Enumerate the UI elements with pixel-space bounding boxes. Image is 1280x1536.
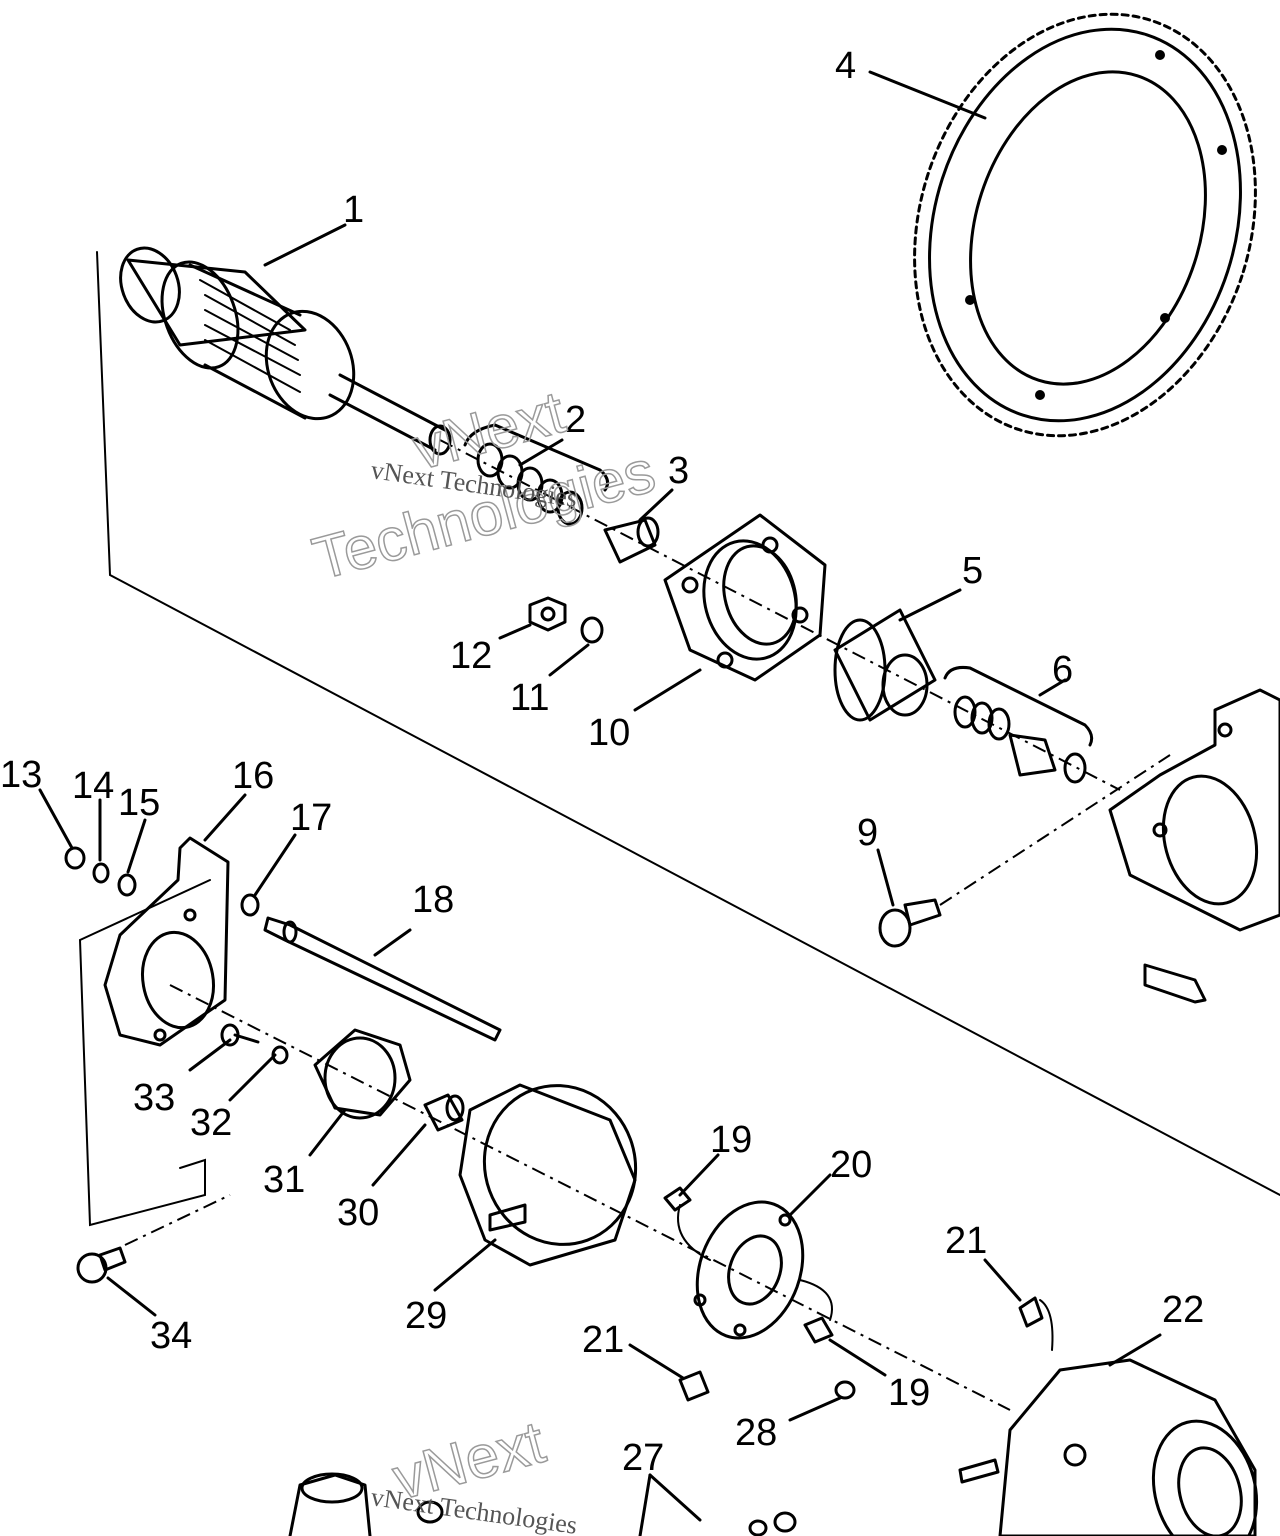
through-bolt-part [263, 916, 502, 1042]
callout-20: 20 [830, 1144, 872, 1186]
brush-spring-part-right [1018, 1296, 1054, 1351]
end-cap-part [313, 1028, 412, 1120]
leader-lines [38, 70, 1162, 1536]
callout-32: 32 [190, 1102, 232, 1144]
callout-31: 31 [263, 1159, 305, 1201]
mount-bolt-part [76, 1246, 127, 1284]
callout-16: 16 [232, 755, 274, 797]
solenoid-partial-part [288, 1472, 444, 1536]
callout-18: 18 [412, 879, 454, 921]
brush-part [663, 1186, 711, 1261]
armature-part [119, 246, 452, 456]
callout-9: 9 [857, 812, 878, 854]
callout-3: 3 [668, 450, 689, 492]
callout-22: 22 [1162, 1289, 1204, 1331]
callout-14: 14 [72, 765, 114, 807]
brush-screw-part [834, 1380, 856, 1400]
small-nut-part [64, 846, 86, 870]
callout-19: 19 [710, 1119, 752, 1161]
callout-13: 13 [0, 754, 42, 796]
callout-19-second: 19 [888, 1372, 930, 1414]
watermark: vNext Technologies vNext Technologies vN… [305, 377, 662, 1536]
callout-27: 27 [622, 1437, 664, 1479]
bushing-part [603, 516, 660, 564]
callout-15: 15 [118, 782, 160, 824]
callout-34: 34 [150, 1315, 192, 1357]
frame-cover-part [458, 1083, 638, 1267]
callout-12: 12 [450, 635, 492, 677]
callout-21: 21 [945, 1220, 987, 1262]
ring-gear-part [913, 12, 1257, 438]
callout-6: 6 [1052, 649, 1073, 691]
terminal-nut-part [748, 1511, 797, 1536]
callout-2: 2 [565, 399, 586, 441]
callout-28: 28 [735, 1412, 777, 1454]
washer-part [580, 616, 604, 644]
assembly-boundary [79, 251, 1280, 1227]
end-housing-part [1108, 688, 1280, 932]
callout-30: 30 [337, 1192, 379, 1234]
collar-spring-part [943, 666, 1094, 784]
callout-10: 10 [588, 712, 630, 754]
callout-4: 4 [835, 45, 856, 87]
end-bushing-part [423, 1093, 465, 1132]
callout-29: 29 [405, 1295, 447, 1337]
callout-1: 1 [343, 189, 364, 231]
bolt-part [878, 898, 942, 948]
brush-holder-part [693, 1200, 805, 1340]
callout-17: 17 [290, 797, 332, 839]
lock-washer-part [92, 862, 110, 884]
callout-11: 11 [510, 677, 549, 719]
bolt-washer-part [240, 893, 260, 917]
callout-33: 33 [133, 1077, 175, 1119]
nut-part [528, 596, 567, 632]
brush-spring-part [678, 1370, 710, 1402]
callout-labels: 1 2 3 4 5 6 9 10 11 12 13 14 15 16 17 18… [0, 45, 1204, 1479]
flat-washer-part [117, 873, 137, 897]
long-bolt-part [1143, 963, 1207, 1004]
brush-part-lower [799, 1279, 834, 1344]
mounting-bracket-part [103, 836, 230, 1047]
callout-21-second: 21 [582, 1319, 624, 1361]
assembly-axis [124, 439, 1171, 1411]
callout-5: 5 [962, 550, 983, 592]
motor-frame-part [958, 1358, 1259, 1536]
screw-part [220, 1023, 260, 1047]
pinion-part [833, 608, 937, 722]
drive-housing-part [663, 513, 827, 682]
